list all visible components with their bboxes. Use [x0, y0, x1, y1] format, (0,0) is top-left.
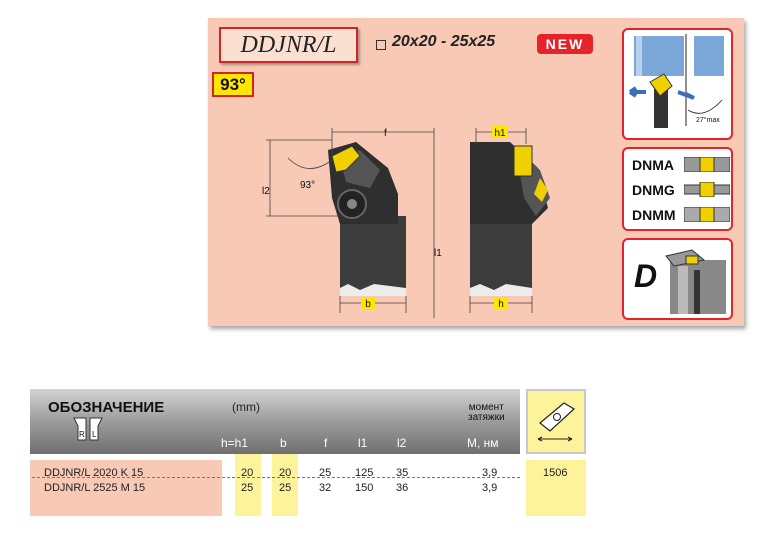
col-l2: l2 — [397, 436, 407, 450]
insert-code-cell: 1506 — [526, 460, 586, 516]
designation-highlight — [30, 460, 222, 516]
h-cell: 25 — [241, 482, 254, 494]
dim-h-label: h — [498, 299, 504, 310]
drawing-angle-label: 93° — [300, 180, 315, 191]
machining-direction-icon: 27°max — [628, 34, 724, 128]
designation-heading: ОБОЗНАЧЕНИЕ — [48, 399, 165, 416]
insert-type-label: DNMA — [632, 157, 674, 173]
tool-holder-drawing: b f l2 l1 93° h1 h — [262, 126, 550, 318]
torque-cell: 3,9 — [482, 467, 498, 479]
holder-side-view — [470, 142, 550, 296]
clamp-type-letter: D — [634, 258, 658, 294]
torque-heading-line1: момент — [468, 402, 504, 413]
b-column-highlight — [272, 454, 298, 516]
dim-l2-label: l2 — [262, 186, 270, 197]
insert-row-dnmg: DNMG — [632, 180, 732, 200]
dim-l1-label: l1 — [434, 248, 442, 259]
f-cell: 25 — [319, 467, 332, 479]
l1-cell: 125 — [355, 467, 374, 479]
left-hand-label: L — [92, 430, 97, 439]
insert-icon-cell — [526, 389, 586, 454]
rhombic-insert-icon — [537, 402, 575, 442]
col-b: b — [280, 436, 287, 450]
col-l1: l1 — [358, 436, 368, 450]
row-divider — [32, 477, 520, 478]
insert-type-label: DNMM — [632, 207, 676, 223]
dim-f-label: f — [384, 128, 387, 139]
shank-size-range: 20x20 - 25x25 — [392, 33, 496, 50]
application-card: 27°max — [622, 28, 733, 140]
clamp-system-card: D — [622, 238, 733, 320]
table-header: ОБОЗНАЧЕНИЕ (mm) момент затяжки R L h=h1… — [30, 389, 520, 454]
b-cell: 25 — [279, 482, 292, 494]
tool-catalog-panel: DDJNR/L 93° 20x20 - 25x25 NEW — [208, 18, 744, 326]
square-shank-icon — [376, 40, 386, 50]
l2-cell: 36 — [396, 482, 409, 494]
dim-b-label: b — [365, 299, 371, 310]
insert-section-icon — [684, 182, 730, 197]
approach-angle-badge: 93° — [212, 72, 254, 97]
torque-cell: 3,9 — [482, 482, 498, 494]
insert-types-card: DNMA DNMG DNMM — [622, 147, 733, 231]
insert-section-icon — [684, 207, 730, 222]
f-cell: 32 — [319, 482, 332, 494]
insert-row-dnmm: DNMM — [632, 205, 732, 225]
right-hand-label: R — [79, 430, 85, 439]
torque-heading: момент затяжки — [468, 403, 505, 423]
designation-cell: DDJNR/L 2525 M 15 — [44, 482, 146, 494]
max-angle-caption: 27°max — [696, 116, 720, 124]
unit-label: (mm) — [232, 400, 260, 414]
col-f: f — [324, 436, 328, 450]
l1-cell: 150 — [355, 482, 374, 494]
right-left-hand-icon: R L — [73, 417, 103, 441]
designation-cell: DDJNR/L 2020 K 15 — [44, 467, 144, 479]
dim-h1-label: h1 — [494, 128, 506, 139]
col-h: h=h1 — [221, 436, 249, 450]
insert-type-label: DNMG — [632, 182, 675, 198]
l2-cell: 35 — [396, 467, 409, 479]
torque-heading-line2: затяжки — [468, 412, 505, 423]
insert-section-icon — [684, 157, 730, 172]
insert-code: 1506 — [543, 467, 568, 479]
new-badge: NEW — [537, 34, 593, 54]
clamp-section-icon — [665, 249, 726, 314]
insert-row-dnma: DNMA — [632, 155, 732, 175]
h-column-highlight — [235, 454, 261, 516]
h-cell: 20 — [241, 467, 254, 479]
holder-front-view — [328, 142, 406, 296]
tool-title: DDJNR/L — [219, 27, 358, 63]
col-torque: M, нм — [467, 436, 499, 450]
b-cell: 20 — [279, 467, 292, 479]
